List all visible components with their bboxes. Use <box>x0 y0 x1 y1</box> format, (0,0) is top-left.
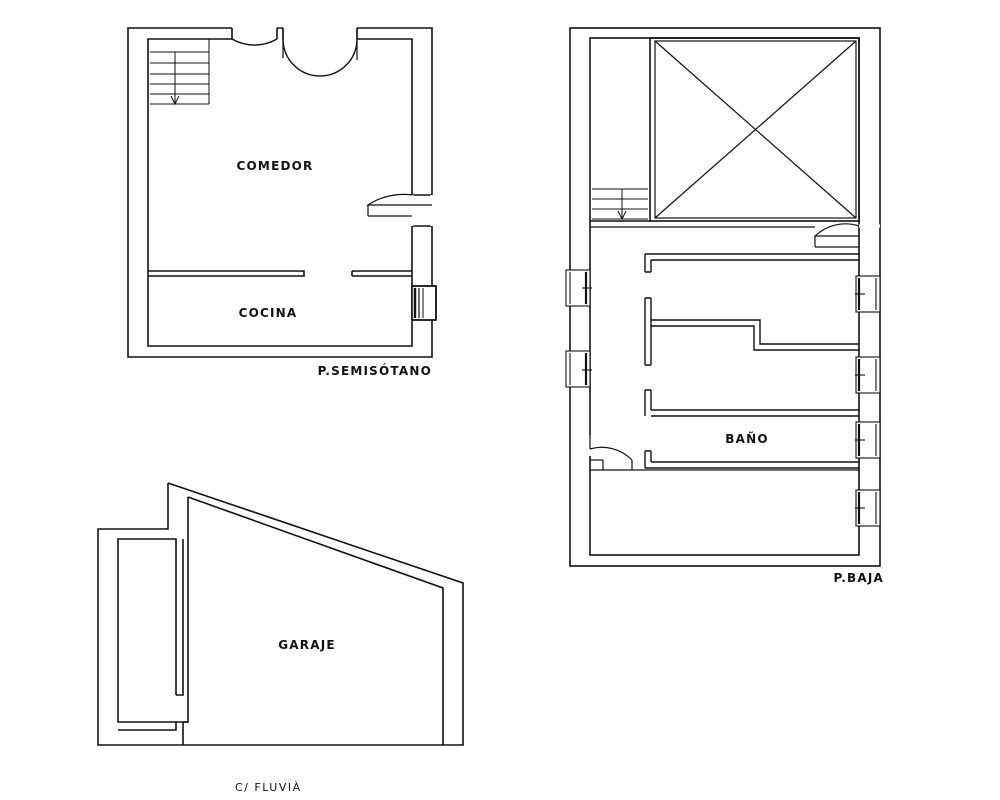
cocina-window <box>411 285 437 321</box>
plan-semisotano <box>127 27 437 358</box>
baja-right-door <box>813 223 880 248</box>
baja-lightwell <box>649 37 860 222</box>
baja-outer-wall <box>569 27 881 567</box>
semisotano-door-pier <box>276 27 284 39</box>
semisotano-staircase <box>150 39 210 106</box>
room-label-bano: BAÑO <box>725 431 768 446</box>
baja-right-windows <box>855 275 881 527</box>
baja-staircase <box>592 188 648 221</box>
semisotano-outer-wall <box>127 27 433 358</box>
semisotano-entrance-door-right <box>282 38 358 77</box>
baja-left-door <box>588 435 633 470</box>
semisotano-entrance-door-left <box>231 38 278 46</box>
floor-label-semisotano: P.SEMISÓTANO <box>318 363 432 378</box>
semisotano-inner-wall <box>147 38 413 347</box>
room-label-comedor: COMEDOR <box>237 159 314 173</box>
street-label: C/ FLUVIÀ <box>235 781 302 794</box>
plan-garaje <box>97 482 464 746</box>
garaje-inner-wall <box>117 497 189 723</box>
room-label-cocina: COCINA <box>239 306 298 320</box>
garaje-outer-wall <box>97 482 464 746</box>
baja-inner-wall <box>589 37 860 556</box>
plan-baja <box>565 27 881 567</box>
semisotano-side-door <box>366 193 434 227</box>
baja-partitions <box>644 253 859 469</box>
floor-label-baja: P.BAJA <box>833 571 884 585</box>
comedor-cocina-partition <box>148 270 412 277</box>
room-label-garaje: GARAJE <box>278 638 336 652</box>
baja-left-windows <box>565 269 592 388</box>
